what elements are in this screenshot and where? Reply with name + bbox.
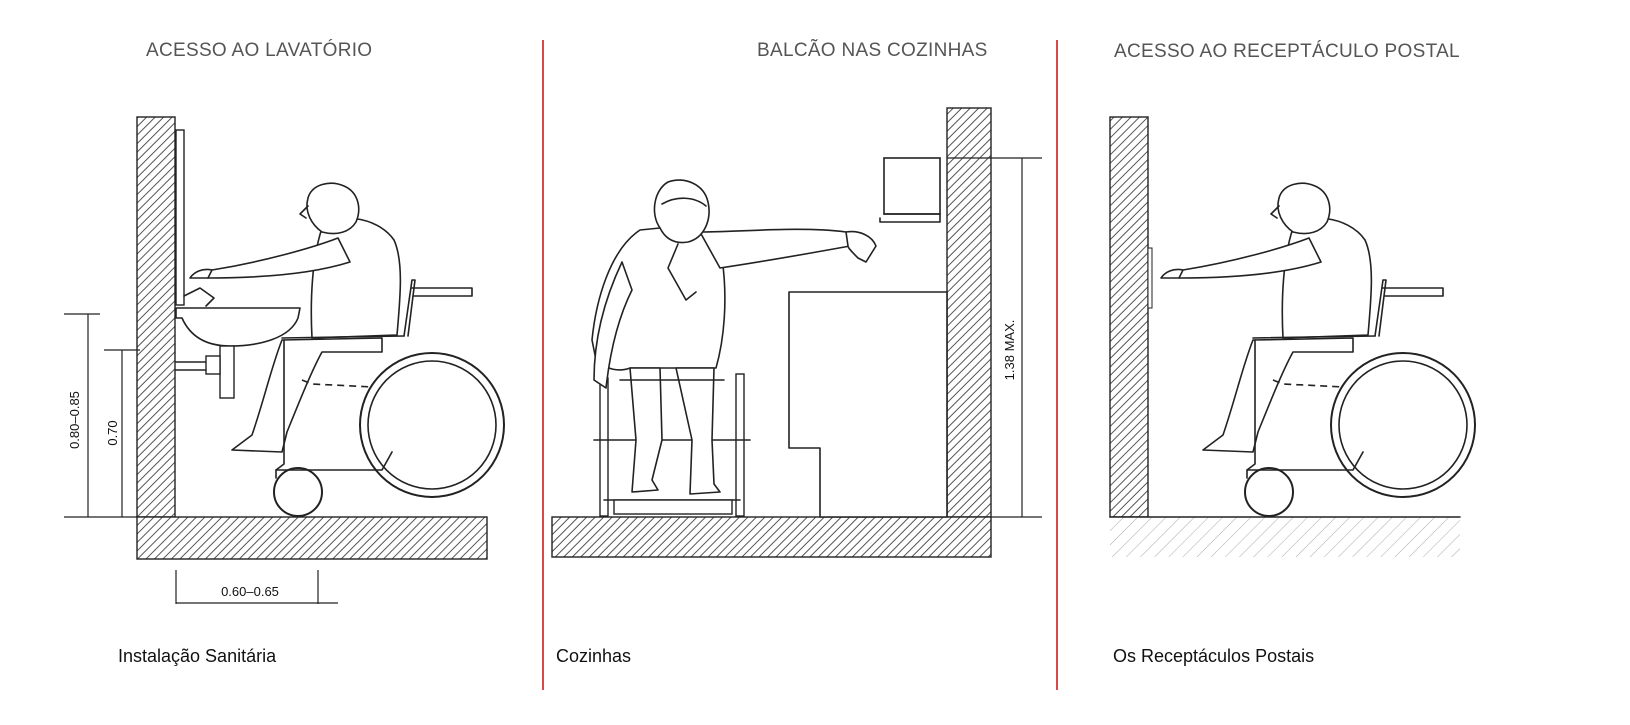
floor — [551, 516, 992, 558]
mirror — [175, 129, 185, 306]
panel-caption-receptaculo: Os Receptáculos Postais — [1113, 646, 1314, 666]
floor — [136, 516, 488, 560]
panel-title-cozinhas: BALCÃO NAS COZINHAS — [757, 39, 988, 61]
wall — [1109, 116, 1149, 518]
wheelchair-user-icon — [1160, 182, 1476, 518]
panel-title-lavatorio: ACESSO AO LAVATÓRIO — [146, 39, 372, 61]
floor — [1110, 517, 1460, 557]
panel-receptaculo: Os Receptáculos Postais — [1109, 116, 1476, 666]
dimension-label-060-065: 0.60–0.65 — [221, 584, 279, 599]
dimension-label-070: 0.70 — [105, 420, 120, 445]
counter — [788, 291, 948, 518]
cabinet-icon — [879, 157, 941, 223]
dimension-label-138-max: 1.38 MAX. — [1002, 320, 1017, 381]
wall — [136, 116, 176, 518]
wall — [946, 107, 992, 518]
panel-caption-cozinhas: Cozinhas — [556, 646, 631, 666]
wheelchair-user-icon — [189, 182, 505, 518]
dimension-heights — [64, 313, 140, 518]
dimension-reach — [947, 157, 1042, 518]
panel-lavatorio: 0.80–0.85 0.70 0.60–0.65 Instalação Sani… — [64, 116, 505, 666]
mailbox-icon — [1147, 247, 1153, 309]
panel-title-receptaculo: ACESSO AO RECEPTÁCULO POSTAL — [1114, 41, 1460, 62]
dimension-label-080-085: 0.80–0.85 — [67, 391, 82, 449]
dimension-depth — [175, 570, 338, 604]
sink-icon — [175, 287, 301, 399]
panel-cozinhas: 1.38 MAX. Cozinhas — [551, 107, 1042, 666]
wheelchair-user-icon — [591, 179, 877, 517]
panel-caption-lavatorio: Instalação Sanitária — [118, 646, 277, 666]
